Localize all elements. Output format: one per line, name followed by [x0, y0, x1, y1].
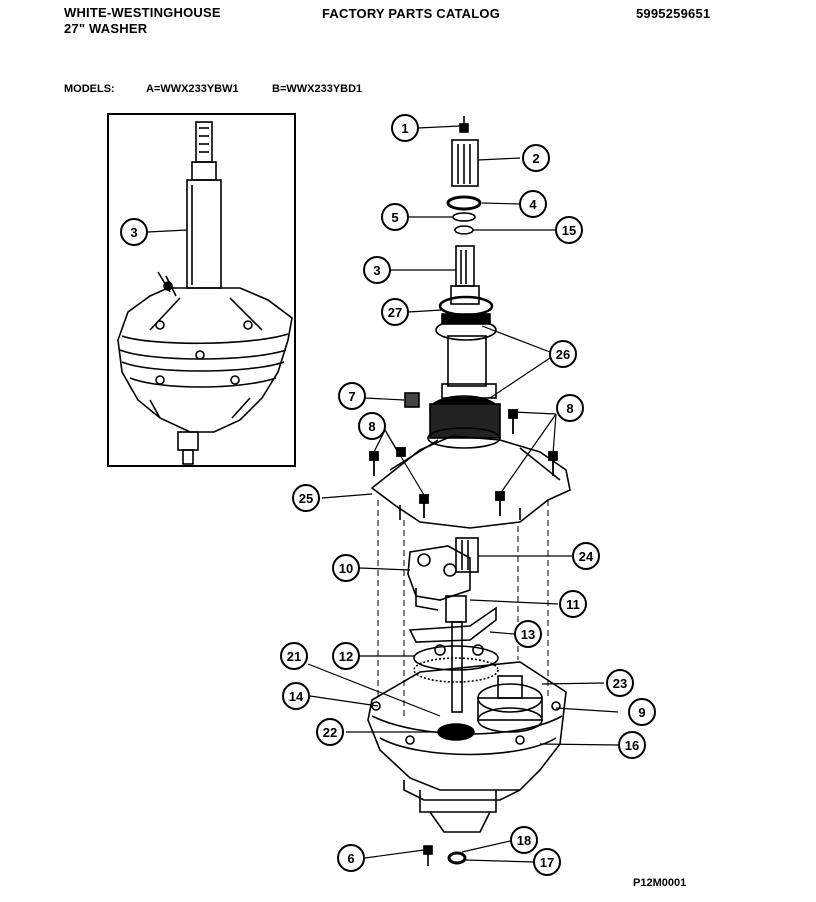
callout-1: 1: [391, 114, 419, 142]
callout-label: 3: [130, 225, 137, 240]
callout-8: 8: [358, 412, 386, 440]
model-a: A=WWX233YBW1: [146, 83, 239, 95]
callout-8: 8: [556, 394, 584, 422]
callout-label: 13: [521, 627, 535, 642]
callout-14: 14: [282, 682, 310, 710]
callout-label: 24: [579, 549, 594, 564]
models-label: MODELS:: [64, 83, 115, 95]
callout-label: 27: [388, 305, 402, 320]
callout-label: 25: [299, 491, 313, 506]
callout-label: 4: [529, 197, 537, 212]
callout-12: 12: [332, 642, 360, 670]
callout-2: 2: [522, 144, 550, 172]
catalog-title: FACTORY PARTS CATALOG: [322, 6, 501, 21]
callout-label: 15: [562, 223, 576, 238]
callout-label: 23: [613, 676, 627, 691]
callout-16: 16: [618, 731, 646, 759]
callout-13: 13: [514, 620, 542, 648]
callout-label: 26: [556, 347, 570, 362]
callout-label: 21: [287, 649, 301, 664]
brand-title: WHITE-WESTINGHOUSE: [64, 5, 221, 20]
callout-label: 22: [323, 725, 337, 740]
callout-label: 11: [566, 597, 580, 612]
callout-label: 10: [339, 561, 353, 576]
callouts: 1245153272678825241011131221231492216186…: [120, 114, 656, 876]
callout-9: 9: [628, 698, 656, 726]
callout-label: 5: [391, 210, 398, 225]
callout-label: 18: [517, 833, 531, 848]
callout-23: 23: [606, 669, 634, 697]
product-title: 27" WASHER: [64, 21, 148, 36]
callout-22: 22: [316, 718, 344, 746]
model-b: B=WWX233YBD1: [272, 83, 363, 95]
callout-11: 11: [559, 590, 587, 618]
callout-10: 10: [332, 554, 360, 582]
callout-24: 24: [572, 542, 600, 570]
callout-label: 6: [347, 851, 354, 866]
callout-label: 9: [638, 705, 645, 720]
leader-lines: [147, 125, 619, 863]
callout-label: 2: [532, 151, 539, 166]
part-number: 5995259651: [636, 6, 711, 21]
callout-18: 18: [510, 826, 538, 854]
callout-26: 26: [549, 340, 577, 368]
callout-7: 7: [338, 382, 366, 410]
callout-label: 17: [540, 855, 554, 870]
transmission-assembly: [367, 116, 571, 866]
callout-27: 27: [381, 298, 409, 326]
callout-label: 8: [368, 419, 375, 434]
callout-label: 1: [401, 121, 408, 136]
callout-3: 3: [363, 256, 391, 284]
callout-4: 4: [519, 190, 547, 218]
inset-view: [107, 113, 296, 467]
callout-label: 16: [625, 738, 639, 753]
callout-label: 12: [339, 649, 353, 664]
callout-21: 21: [280, 642, 308, 670]
callout-15: 15: [555, 216, 583, 244]
callout-label: 7: [348, 389, 355, 404]
callout-25: 25: [292, 484, 320, 512]
callout-label: 3: [373, 263, 380, 278]
callout-label: 14: [289, 689, 304, 704]
callout-label: 8: [566, 401, 573, 416]
drawing-id: P12M0001: [633, 877, 687, 889]
callout-17: 17: [533, 848, 561, 876]
inset-callout-3: 3: [120, 218, 148, 246]
callout-6: 6: [337, 844, 365, 872]
callout-5: 5: [381, 203, 409, 231]
